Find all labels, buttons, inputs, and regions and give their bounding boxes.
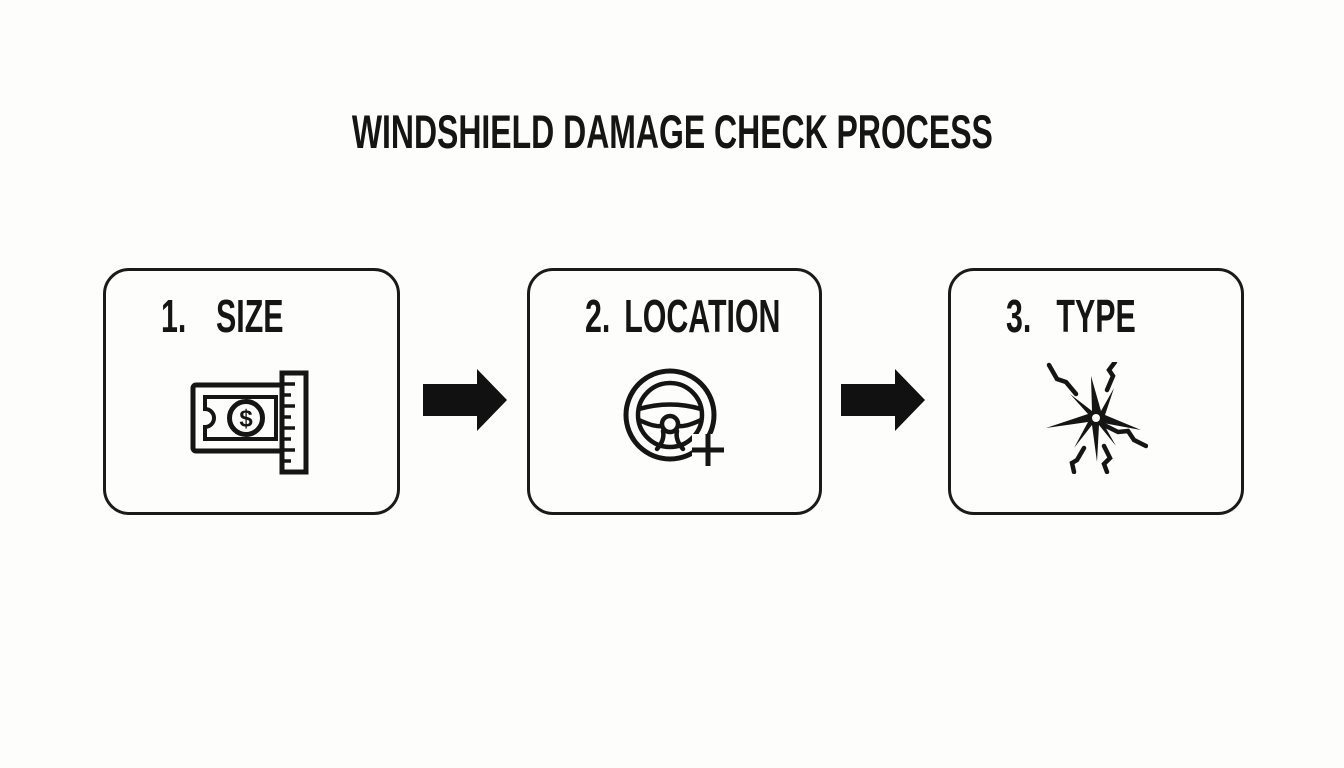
step-card-location: 2. LOCATION (527, 268, 822, 515)
crack-icon-svg (1046, 362, 1148, 474)
step-label: SIZE (216, 290, 284, 342)
glass-crack-icon (951, 362, 1241, 474)
step-number: 3. (1006, 290, 1032, 342)
step-heading: 3. TYPE (1006, 293, 1161, 339)
money-ruler-icon-svg: $ (190, 370, 309, 475)
step-label: TYPE (1056, 290, 1136, 342)
arrow-right-icon (841, 369, 925, 431)
steering-wheel-plus-icon (530, 368, 819, 468)
step-heading: 1. SIZE (161, 293, 317, 339)
step-card-type: 3. TYPE (948, 268, 1244, 515)
title-row: WINDSHIELD DAMAGE CHECK PROCESS (0, 106, 1344, 158)
step-card-size: 1. SIZE $ (103, 268, 400, 515)
money-ruler-icon: $ (106, 370, 397, 475)
page-title: WINDSHIELD DAMAGE CHECK PROCESS (351, 105, 993, 158)
step-heading: 2. LOCATION (585, 290, 780, 342)
step-number: 2. (585, 290, 611, 342)
step-label: LOCATION (624, 290, 781, 342)
step-number: 1. (161, 290, 187, 342)
dollar-glyph: $ (239, 406, 253, 433)
arrow-right-icon (423, 369, 507, 431)
steering-wheel-icon-svg (623, 368, 724, 466)
